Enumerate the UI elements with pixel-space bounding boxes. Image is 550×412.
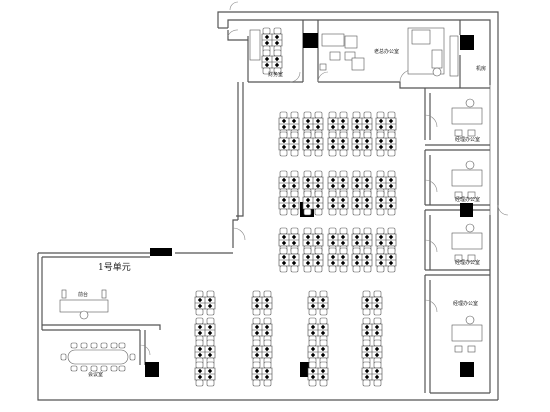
- workstation-cluster: [361, 339, 383, 365]
- workstation-cluster: [194, 317, 216, 343]
- workstation-cluster: [375, 131, 397, 157]
- column: [150, 248, 172, 256]
- workstation-cluster: [251, 317, 273, 343]
- workstation-cluster: [302, 131, 324, 157]
- meeting-chair: [70, 365, 78, 372]
- workstation-cluster: [375, 190, 397, 216]
- column: [460, 35, 474, 50]
- workstation-cluster: [307, 317, 329, 343]
- meeting-chair: [110, 365, 118, 372]
- meeting-chair: [100, 342, 108, 349]
- room-labels: 1号单元 财务室 老总办公室 机房 经理办公室 经理办公室 经理办公室 经理办公…: [78, 48, 486, 378]
- reception-label: 前台: [78, 291, 88, 298]
- workstation-cluster: [278, 190, 300, 216]
- unit-label: 1号单元: [98, 261, 131, 273]
- workstation-cluster: [361, 290, 383, 316]
- workstation-cluster: [375, 247, 397, 273]
- workstation-cluster: [278, 247, 300, 273]
- workstation-cluster: [194, 361, 216, 387]
- workstation-cluster: [251, 339, 273, 365]
- interior-walls: [42, 20, 490, 393]
- meeting-chair: [100, 365, 108, 372]
- column: [145, 362, 159, 377]
- workstation-cluster: [251, 361, 273, 387]
- workstation-cluster: [307, 339, 329, 365]
- boss-office-furniture: [319, 27, 459, 77]
- finance-room-label: 财务室: [268, 71, 283, 78]
- meeting-chair: [129, 353, 136, 361]
- manager-office-label-2: 经理办公室: [455, 196, 480, 203]
- workstation-cluster: [351, 247, 373, 273]
- meeting-table: [60, 342, 136, 372]
- workstation-cluster: [351, 190, 373, 216]
- manager-office-label-4: 经理办公室: [453, 300, 478, 307]
- workstation-cluster: [194, 339, 216, 365]
- workstation-cluster: [261, 49, 283, 75]
- meeting-chair: [90, 342, 98, 349]
- boss-office-label: 老总办公室: [374, 48, 399, 55]
- meeting-chair: [110, 342, 118, 349]
- outer-walls: [37, 11, 499, 401]
- column: [460, 362, 474, 377]
- workstation-cluster: [302, 111, 324, 137]
- workstation-cluster: [302, 190, 324, 216]
- workstation-cluster: [361, 361, 383, 387]
- workstation-cluster: [327, 131, 349, 157]
- workstation-clusters: [194, 27, 397, 387]
- workstation-cluster: [327, 247, 349, 273]
- reception-furniture: [59, 289, 109, 320]
- manager-office-furniture: [451, 98, 483, 353]
- meeting-chair: [70, 342, 78, 349]
- workstation-cluster: [307, 290, 329, 316]
- workstation-cluster: [361, 317, 383, 343]
- column: [303, 33, 318, 48]
- workstation-cluster: [351, 131, 373, 157]
- column: [460, 203, 473, 217]
- machine-room-label: 机房: [476, 65, 486, 72]
- meeting-chair: [90, 365, 98, 372]
- workstation-cluster: [251, 290, 273, 316]
- workstation-cluster: [194, 290, 216, 316]
- meeting-room-label: 会议室: [88, 371, 103, 378]
- workstation-cluster: [302, 247, 324, 273]
- meeting-chair: [118, 342, 126, 349]
- finance-room-furniture: [249, 29, 261, 61]
- meeting-chair: [118, 365, 126, 372]
- meeting-chair: [60, 353, 67, 361]
- workstation-cluster: [327, 190, 349, 216]
- workstation-cluster: [307, 361, 329, 387]
- workstation-cluster: [278, 131, 300, 157]
- workstation-cluster: [261, 27, 283, 53]
- meeting-chair: [80, 342, 88, 349]
- meeting-chair: [80, 365, 88, 372]
- manager-office-label-1: 经理办公室: [455, 136, 480, 143]
- manager-office-label-3: 经理办公室: [455, 259, 480, 266]
